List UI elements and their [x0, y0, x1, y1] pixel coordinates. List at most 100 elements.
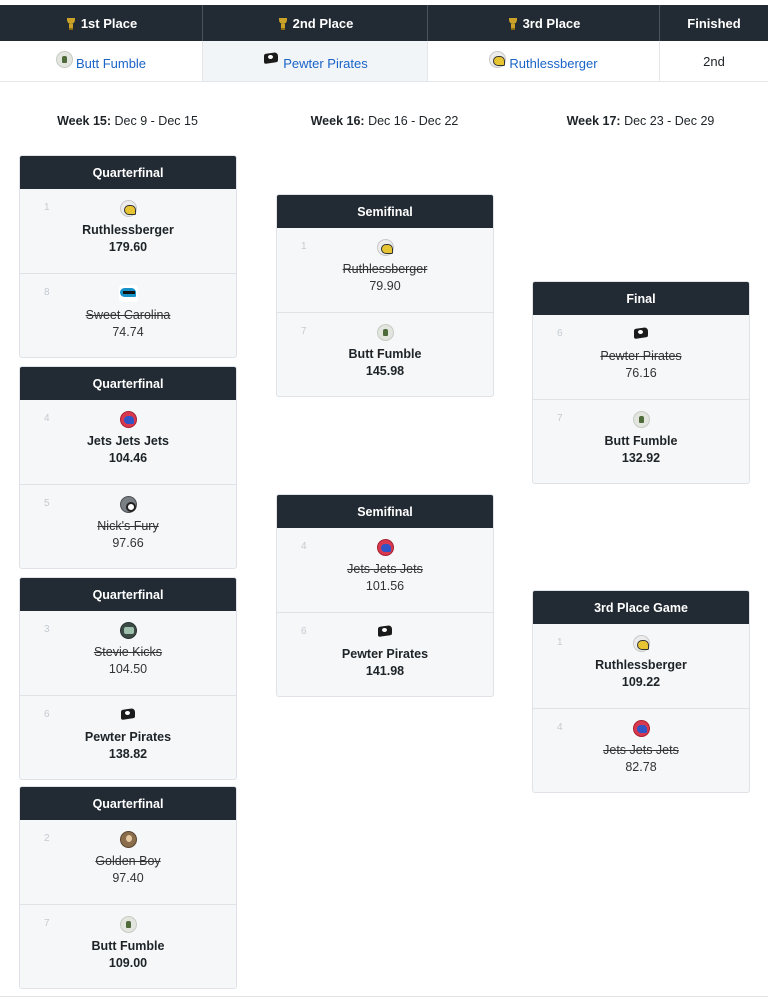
- first-place-header: 1st Place: [0, 5, 203, 41]
- week-17-heading: Week 17: Dec 23 - Dec 29: [566, 114, 715, 128]
- finished-value: 2nd: [703, 53, 725, 69]
- seed-number: 1: [557, 637, 563, 648]
- gray-logo-icon: [119, 496, 137, 513]
- team-score: 104.50: [108, 662, 148, 676]
- helmet-gold-logo-icon: [632, 635, 650, 652]
- team-score: 132.92: [621, 451, 661, 465]
- week-16-heading: Week 16: Dec 16 - Dec 22: [310, 114, 459, 128]
- team-score: 97.66: [112, 536, 144, 550]
- seed-number: 5: [44, 498, 50, 509]
- matchup-title: Quarterfinal: [20, 787, 236, 820]
- matchup-title: Quarterfinal: [20, 367, 236, 400]
- team-name: Jets Jets Jets: [86, 434, 169, 448]
- summary-value-row: Butt Fumble Pewter Pirates Ruthlessberge…: [0, 41, 768, 82]
- helmet-blue-logo-icon: [632, 720, 650, 737]
- team-name: Butt Fumble: [604, 434, 678, 448]
- helmet-blue-logo-icon: [119, 411, 137, 428]
- first-place-team-link[interactable]: Butt Fumble: [55, 51, 146, 71]
- trophy-icon: [507, 17, 519, 30]
- team-name: Ruthlessberger: [82, 223, 174, 237]
- tan-logo-icon: [632, 411, 650, 428]
- second-place-cell: Pewter Pirates: [203, 41, 428, 81]
- matchup-title: Semifinal: [277, 195, 493, 228]
- team-name: Ruthlessberger: [595, 658, 687, 672]
- golden-logo-icon: [119, 831, 137, 848]
- seed-number: 2: [44, 833, 50, 844]
- matchup-title: Quarterfinal: [20, 578, 236, 611]
- team-score: 109.22: [621, 675, 661, 689]
- team-name: Jets Jets Jets: [603, 743, 679, 757]
- seed-number: 4: [44, 413, 50, 424]
- trophy-icon: [65, 17, 77, 30]
- seed-number: 8: [44, 287, 50, 298]
- seed-number: 1: [44, 202, 50, 213]
- team-name: Butt Fumble: [348, 347, 422, 361]
- helmet-gold-logo-icon: [489, 51, 507, 68]
- third-place-team-link[interactable]: Ruthlessberger: [489, 51, 598, 71]
- second-place-header: 2nd Place: [203, 5, 428, 41]
- team-name: Ruthlessberger: [342, 262, 428, 276]
- seed-number: 4: [557, 722, 563, 733]
- seed-number: 6: [44, 709, 50, 720]
- helmet-gold-logo-icon: [119, 200, 137, 217]
- seed-number: 3: [44, 624, 50, 635]
- tan-logo-icon: [55, 51, 73, 68]
- seed-number: 1: [301, 241, 307, 252]
- seed-number: 6: [301, 626, 307, 637]
- team-name: Butt Fumble: [91, 939, 165, 953]
- team-name: Jets Jets Jets: [347, 562, 423, 576]
- stevie-logo-icon: [119, 622, 137, 639]
- flag-logo-icon: [632, 326, 650, 343]
- helmet-gold-logo-icon: [376, 239, 394, 256]
- team-score: 109.00: [108, 956, 148, 970]
- summary-header-row: 1st Place 2nd Place 3rd Place Finished: [0, 5, 768, 41]
- second-place-team-link[interactable]: Pewter Pirates: [262, 51, 368, 71]
- matchup-title: 3rd Place Game: [533, 591, 749, 624]
- team-score: 145.98: [365, 364, 405, 378]
- team-score: 74.74: [112, 325, 144, 339]
- team-score: 79.90: [369, 279, 401, 293]
- tan-logo-icon: [119, 916, 137, 933]
- first-place-cell: Butt Fumble: [0, 41, 203, 81]
- team-score: 97.40: [112, 871, 144, 885]
- flag-logo-icon: [262, 51, 280, 68]
- team-name: Sweet Carolina: [85, 308, 171, 322]
- helmet-blue-logo-icon: [376, 539, 394, 556]
- seed-number: 7: [301, 326, 307, 337]
- seed-number: 7: [44, 918, 50, 929]
- trophy-icon: [277, 17, 289, 30]
- team-score: 101.56: [365, 579, 405, 593]
- team-score: 141.98: [365, 664, 405, 678]
- flag-logo-icon: [376, 624, 394, 641]
- seed-number: 4: [301, 541, 307, 552]
- team-score: 76.16: [625, 366, 657, 380]
- flag-logo-icon: [119, 707, 137, 724]
- third-place-header: 3rd Place: [428, 5, 660, 41]
- seed-number: 6: [557, 328, 563, 339]
- seed-number: 7: [557, 413, 563, 424]
